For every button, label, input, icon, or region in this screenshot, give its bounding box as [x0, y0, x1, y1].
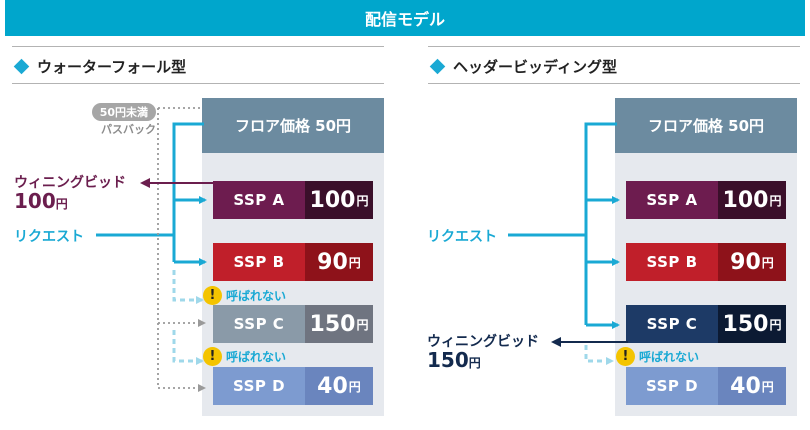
hb-winning-bid: ウィニングビッド 150円	[427, 334, 539, 372]
page-header: 配信モデル	[5, 0, 805, 36]
hb-request-label: リクエスト	[427, 229, 497, 245]
waterfall-winning-bid: ウィニングビッド 100円	[14, 175, 126, 213]
header-bidding-section-title: ヘッダービッディング型	[429, 56, 617, 77]
waterfall-section-title: ウォーターフォール型	[13, 56, 186, 77]
divider	[428, 46, 800, 47]
passback-block: 50円未満 パスバック	[80, 101, 156, 138]
waterfall-request-label: リクエスト	[14, 229, 84, 245]
warning-icon: !	[616, 347, 635, 366]
divider	[12, 46, 384, 47]
floor-price-label: フロア価格 50円	[202, 98, 384, 153]
divider	[428, 83, 800, 84]
warning-icon: !	[203, 347, 222, 366]
page-title: 配信モデル	[364, 10, 445, 29]
divider	[12, 83, 384, 84]
not-called-notice: ! 呼ばれない	[203, 286, 286, 305]
not-called-notice: ! 呼ばれない	[203, 347, 286, 366]
warning-icon: !	[203, 286, 222, 305]
not-called-notice: ! 呼ばれない	[616, 347, 699, 366]
floor-price-label: フロア価格 50円	[615, 98, 797, 153]
